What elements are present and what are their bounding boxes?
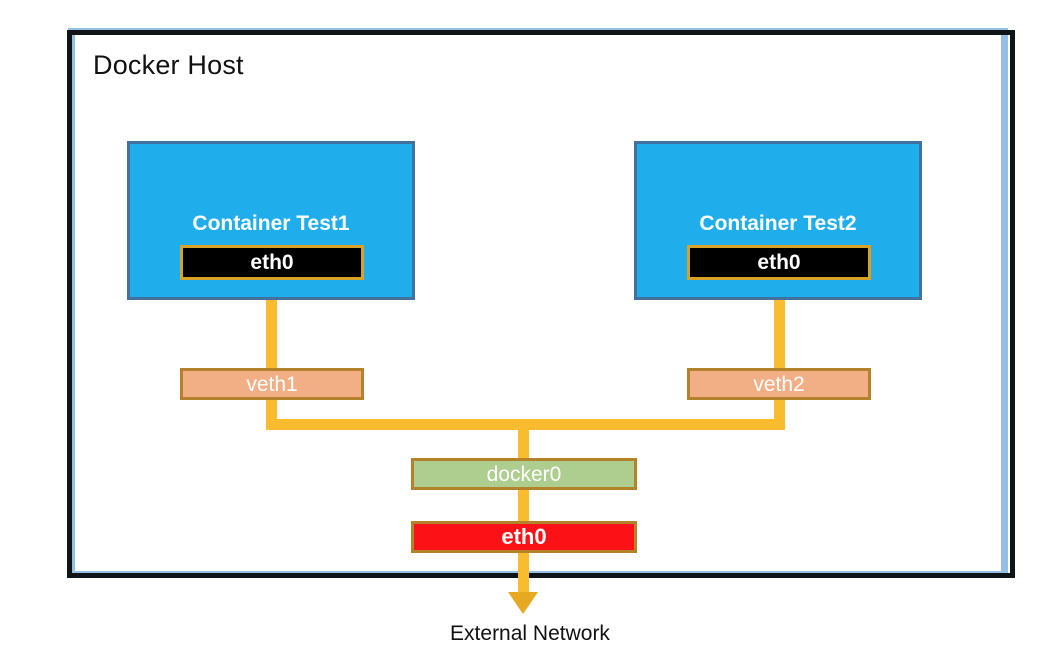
wire-docker0-to-eth0 bbox=[518, 487, 529, 529]
wire-veth2-to-bus bbox=[774, 398, 785, 430]
veth2-label: veth2 bbox=[753, 372, 805, 396]
docker-host-inner-frame bbox=[67, 30, 1015, 578]
external-network-arrow-icon bbox=[508, 592, 538, 614]
container-test2-eth0-label: eth0 bbox=[757, 251, 801, 274]
docker0-bridge[interactable]: docker0 bbox=[411, 458, 637, 490]
wire-eth0-to-external bbox=[518, 549, 529, 606]
container-test1-eth0-interface[interactable]: eth0 bbox=[180, 245, 364, 280]
docker0-label: docker0 bbox=[486, 462, 562, 486]
veth1-interface[interactable]: veth1 bbox=[180, 368, 364, 400]
wire-veth1-to-bus bbox=[266, 398, 277, 430]
veth1-label: veth1 bbox=[246, 372, 298, 396]
veth2-interface[interactable]: veth2 bbox=[687, 368, 871, 400]
wire-bus-to-docker0 bbox=[518, 419, 529, 467]
container-test1-eth0-label: eth0 bbox=[250, 251, 294, 274]
container-test1-label: Container Test1 bbox=[192, 212, 350, 235]
wire-container2-to-veth2 bbox=[774, 279, 785, 369]
container-test2-label: Container Test2 bbox=[699, 212, 857, 235]
page-title: Docker Host bbox=[93, 50, 244, 80]
wire-container1-to-veth1 bbox=[266, 279, 277, 369]
container-test2-eth0-interface[interactable]: eth0 bbox=[687, 245, 871, 280]
host-eth0-interface[interactable]: eth0 bbox=[411, 521, 637, 553]
host-eth0-label: eth0 bbox=[501, 524, 547, 549]
external-network-label: External Network bbox=[450, 622, 610, 645]
